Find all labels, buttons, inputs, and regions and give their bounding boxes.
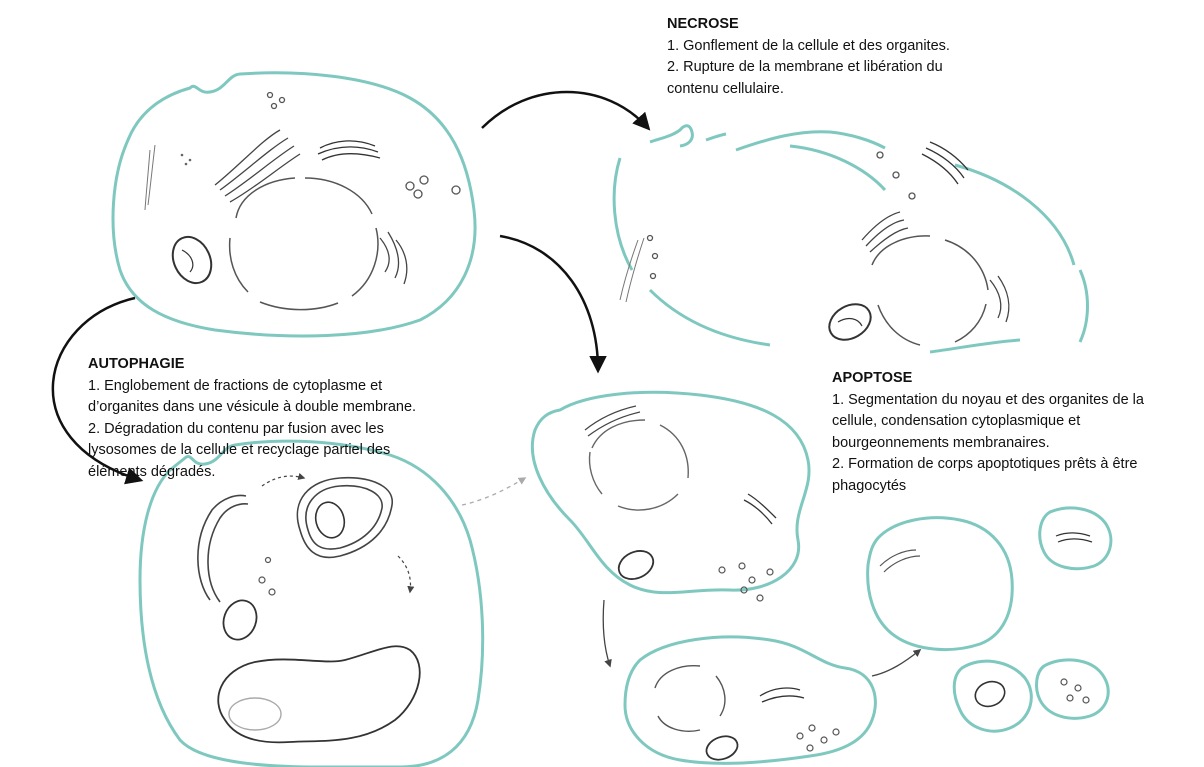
apoptotic-vesicles — [719, 563, 773, 601]
apoptotic-golgi-2 — [744, 494, 776, 524]
apoptose-title: APOPTOSE — [832, 368, 1144, 390]
autolysosome — [218, 646, 420, 742]
apoptotic-body-large — [868, 518, 1013, 650]
arrow-to-apoptose — [500, 236, 598, 370]
necrotic-cell — [614, 126, 1087, 352]
autophagie-line-3: 2. Dégradation du contenu par fusion ave… — [88, 419, 416, 441]
apoptotic-cell — [532, 392, 809, 601]
necrotic-mitochondrion — [823, 297, 877, 347]
apoptotic-body-large-golgi — [880, 550, 920, 572]
dashed-arrow-autophagy-to-apoptosis — [462, 478, 525, 505]
autophagie-line-2: d’organites dans une vésicule à double m… — [88, 397, 416, 419]
healthy-vesicles — [268, 93, 461, 199]
blebbing-membrane — [625, 637, 875, 763]
necrose-line-1: 1. Gonflement de la cellule et des organ… — [667, 36, 950, 58]
autophagy-step-arrow-2 — [398, 556, 411, 592]
healthy-golgi-2 — [318, 141, 380, 160]
apoptose-line-5: phagocytés — [832, 476, 1144, 498]
apoptotic-body-small-2-mitochondrion — [972, 678, 1008, 711]
blebbing-nucleus — [655, 666, 725, 732]
necrotic-golgi — [922, 142, 968, 184]
apoptotic-body-small-3-vesicles — [1061, 679, 1089, 703]
apoptotic-body-small-3 — [1037, 660, 1109, 718]
autophagie-line-4: lysosomes de la cellule et recyclage par… — [88, 440, 416, 462]
apoptotic-body-small-2 — [954, 661, 1031, 731]
autophagie-title: AUTOPHAGIE — [88, 354, 416, 376]
autophagosome-forming — [198, 496, 262, 645]
healthy-mitochondrion — [166, 231, 219, 290]
necrose-title: NECROSE — [667, 14, 950, 36]
autophagic-vesicles — [259, 558, 275, 596]
autophagie-line-5: éléments dégradés. — [88, 462, 416, 484]
healthy-cell-membrane — [113, 73, 475, 336]
apoptose-description: APOPTOSE 1. Segmentation du noyau et des… — [832, 368, 1144, 497]
arrow-apoptosis-step-down — [603, 600, 610, 666]
necrotic-golgi-2 — [862, 212, 908, 252]
autophagic-cell — [140, 441, 483, 767]
apoptose-line-4: 2. Formation de corps apoptotiques prêts… — [832, 454, 1144, 476]
apoptose-line-3: bourgeonnements membranaires. — [832, 433, 1144, 455]
necrotic-er — [990, 276, 1009, 322]
healthy-cytoskeleton — [145, 145, 155, 210]
healthy-cell — [113, 73, 475, 336]
autophagie-description: AUTOPHAGIE 1. Englobement de fractions d… — [88, 354, 416, 483]
apoptose-line-2: cellule, condensation cytoplasmique et — [832, 411, 1144, 433]
arrow-to-necrose — [482, 92, 648, 128]
necrose-line-3: contenu cellulaire. — [667, 79, 950, 101]
apoptotic-membrane — [532, 392, 809, 592]
apoptotic-bodies — [868, 508, 1111, 731]
blebbing-golgi — [760, 688, 804, 702]
autophagie-line-1: 1. Englobement de fractions de cytoplasm… — [88, 376, 416, 398]
autophagic-membrane — [140, 441, 483, 767]
apoptotic-nucleus — [590, 420, 689, 510]
necrose-description: NECROSE 1. Gonflement de la cellule et d… — [667, 14, 950, 100]
autophagosome — [297, 478, 392, 558]
apoptose-line-1: 1. Segmentation du noyau et des organite… — [832, 390, 1144, 412]
arrow-apoptosis-to-bodies — [872, 650, 920, 676]
necrotic-nucleus — [872, 236, 988, 345]
blebbing-vesicles — [797, 725, 839, 751]
apoptotic-blebbing-cell — [625, 637, 875, 764]
healthy-er — [380, 232, 407, 284]
healthy-ribosomes — [181, 154, 192, 166]
apoptotic-body-small-1-golgi — [1056, 533, 1092, 542]
healthy-nucleus — [230, 178, 378, 310]
necrose-line-2: 2. Rupture de la membrane et libération … — [667, 57, 950, 79]
healthy-golgi — [215, 130, 300, 202]
blebbing-mitochondrion — [703, 732, 741, 764]
